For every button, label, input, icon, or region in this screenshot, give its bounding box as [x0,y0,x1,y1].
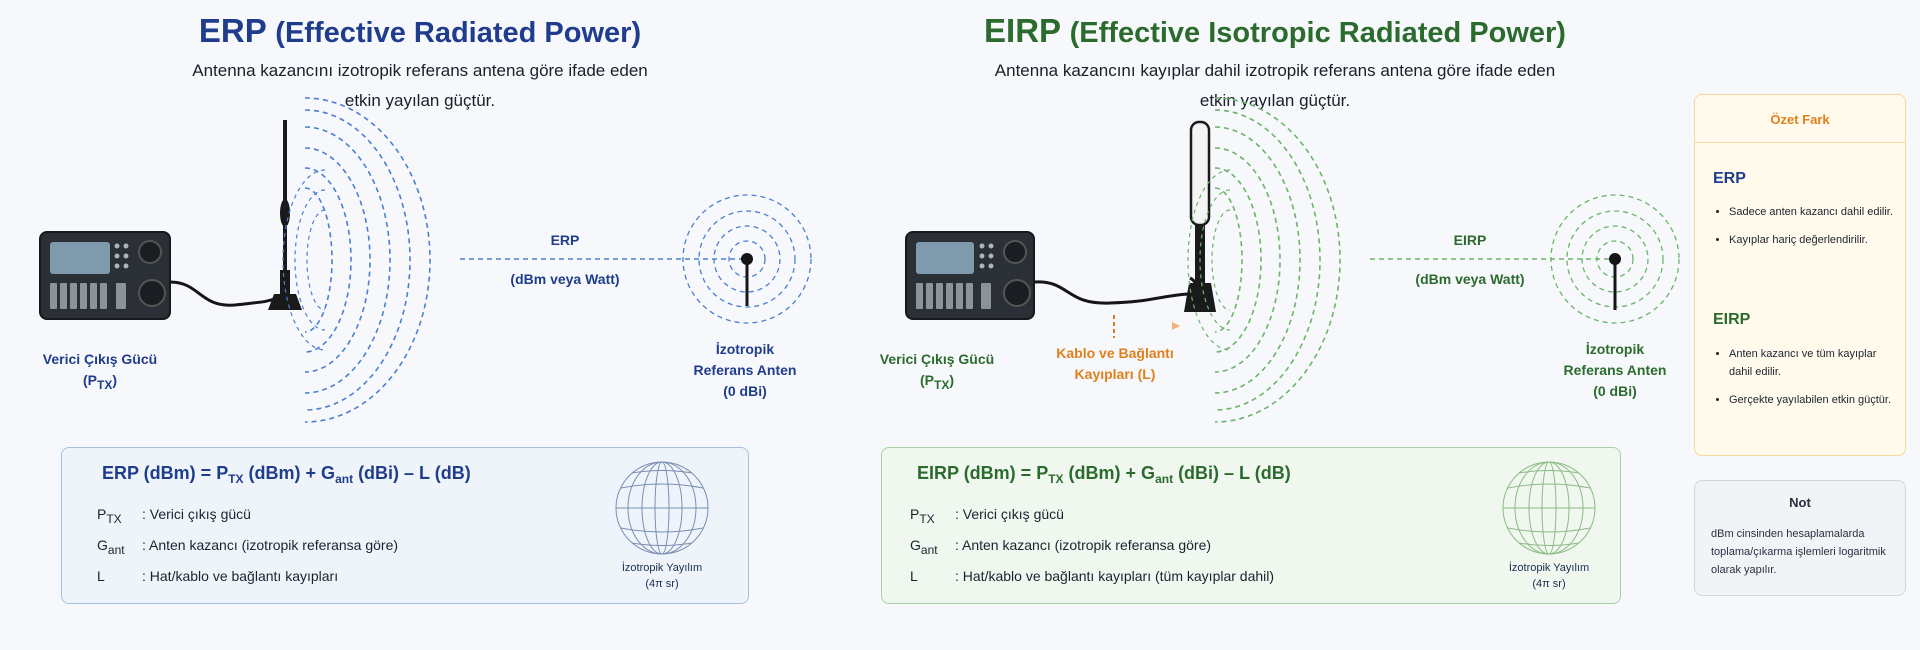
note-text: dBm cinsinden hesaplamalarda toplama/çık… [1711,528,1886,576]
eirp-beam-label: EIRP [1453,232,1487,248]
note-title: Not [1789,495,1811,510]
eirp-antenna [1184,120,1216,312]
erp-iso-line2: Referans Anten [693,362,797,378]
eirp-iso-line2: Referans Anten [1563,362,1667,378]
eirp-loss-arrow [1172,322,1180,330]
summary-erp-heading: ERP [1713,170,1746,187]
erp-desc-line1: Antenna kazancını izotropik referans ant… [192,61,648,80]
erp-globe-caption: İzotropik Yayılım (4π sr) [621,562,703,590]
erp-inner-arcs [282,169,326,351]
eirp-beam-unit: (dBm veya Watt) [1415,271,1525,287]
eirp-tx-label-line1: Verici Çıkış Gücü [879,351,995,367]
summary-eirp-point-2: Gerçekte yayılabilen etkin güçtür. [1729,391,1899,409]
eirp-def-ptx: PTX: Verici çıkış gücü [910,506,1064,526]
eirp-cable-line2: Kayıpları (L) [1074,366,1156,382]
eirp-title-abbr: EIRP [984,12,1061,49]
erp-tx-label-line1: Verici Çıkış Gücü [42,351,158,367]
eirp-iso-label: İzotropik Referans Anten (0 dBi) [1530,339,1700,402]
erp-iso-circles [682,194,812,324]
eirp-title-full: (Effective Isotropic Radiated Power) [1069,17,1566,49]
erp-title-full: (Effective Radiated Power) [275,17,642,49]
eirp-transmitter-device [905,231,1035,320]
eirp-globe-icon [1502,461,1596,555]
eirp-iso-line1: İzotropik [1585,341,1645,357]
eirp-diagram [905,97,1680,423]
eirp-globe-caption: İzotropik Yayılım (4π sr) [1508,562,1590,590]
summary-erp-point-2: Kayıplar hariç değerlendirilir. [1729,231,1899,249]
eirp-cable-line1: Kablo ve Bağlantı [1056,345,1174,361]
erp-globe-icon [615,461,709,555]
erp-iso-antenna [741,253,753,306]
eirp-cable [1033,276,1198,305]
erp-description: Antenna kazancını izotropik referans ant… [60,56,780,116]
eirp-def-gant: Gant: Anten kazancı (izotropik referansa… [910,537,1212,557]
erp-tx-label: Verici Çıkış Gücü (PTX) [15,349,185,396]
erp-radiation-waves [304,97,431,423]
eirp-desc-line2: etkin yayılan güçtür. [1199,91,1351,110]
erp-iso-line1: İzotropik [715,341,775,357]
erp-definitions: PTX: Verici çıkış gücü Gant: Anten kazan… [97,506,547,599]
erp-title-abbr: ERP [198,12,267,49]
erp-def-ptx: PTX: Verici çıkış gücü [97,506,251,526]
eirp-description: Antenna kazancını kayıplar dahil izotrop… [880,56,1670,116]
note-panel: Not dBm cinsinden hesaplamalarda toplama… [1694,480,1906,596]
eirp-formula-box: EIRP (dBm) = PTX (dBm) + Gant (dBi) – L … [881,447,1621,604]
eirp-definitions: PTX: Verici çıkış gücü Gant: Anten kazan… [910,506,1380,599]
erp-transmitter-device [39,231,171,320]
summary-erp-list: Sadece anten kazancı dahil edilir. Kayıp… [1713,203,1899,259]
erp-antenna [268,120,302,310]
summary-eirp-list: Anten kazancı ve tüm kayıplar dahil edil… [1713,345,1899,419]
eirp-iso-antenna [1609,253,1621,310]
eirp-iso-line3: (0 dBi) [1593,383,1637,399]
erp-iso-line3: (0 dBi) [723,383,767,399]
erp-def-l: L: Hat/kablo ve bağlantı kayıpları [97,568,339,584]
summary-title: Özet Fark [1770,112,1830,127]
erp-beam-label: ERP [550,232,580,248]
eirp-title: EIRP (Effective Isotropic Radiated Power… [880,12,1670,50]
eirp-def-l: L: Hat/kablo ve bağlantı kayıpları (tüm … [910,568,1275,584]
erp-diagram [39,97,812,423]
eirp-radiation-waves [1214,97,1341,423]
erp-formula-box: ERP (dBm) = PTX (dBm) + Gant (dBi) – L (… [61,447,749,604]
eirp-tx-label-line2: (PTX) [919,372,954,392]
erp-tx-label-line2: (PTX) [82,372,117,392]
erp-desc-line2: etkin yayılan güçtür. [344,91,496,110]
summary-eirp-heading: EIRP [1713,311,1751,328]
eirp-cable-loss-label: Kablo ve Bağlantı Kayıpları (L) [1030,343,1200,385]
erp-iso-label: İzotropik Referans Anten (0 dBi) [660,339,830,402]
eirp-tx-label: Verici Çıkış Gücü (PTX) [852,349,1022,396]
eirp-desc-line1: Antenna kazancını kayıplar dahil izotrop… [994,61,1556,80]
eirp-formula: EIRP (dBm) = PTX (dBm) + Gant (dBi) – L … [917,463,1291,486]
eirp-inner-arcs [1187,169,1231,351]
erp-title: ERP (Effective Radiated Power) [60,12,780,50]
summary-panel: Özet Fark ERP Sadece anten kazancı dahil… [1694,94,1906,456]
erp-def-gant: Gant: Anten kazancı (izotropik referansa… [97,537,399,557]
erp-beam-unit: (dBm veya Watt) [510,271,620,287]
summary-eirp-point-1: Anten kazancı ve tüm kayıplar dahil edil… [1729,345,1899,381]
summary-erp-point-1: Sadece anten kazancı dahil edilir. [1729,203,1899,221]
erp-cable [169,280,281,307]
erp-formula: ERP (dBm) = PTX (dBm) + Gant (dBi) – L (… [102,463,471,486]
